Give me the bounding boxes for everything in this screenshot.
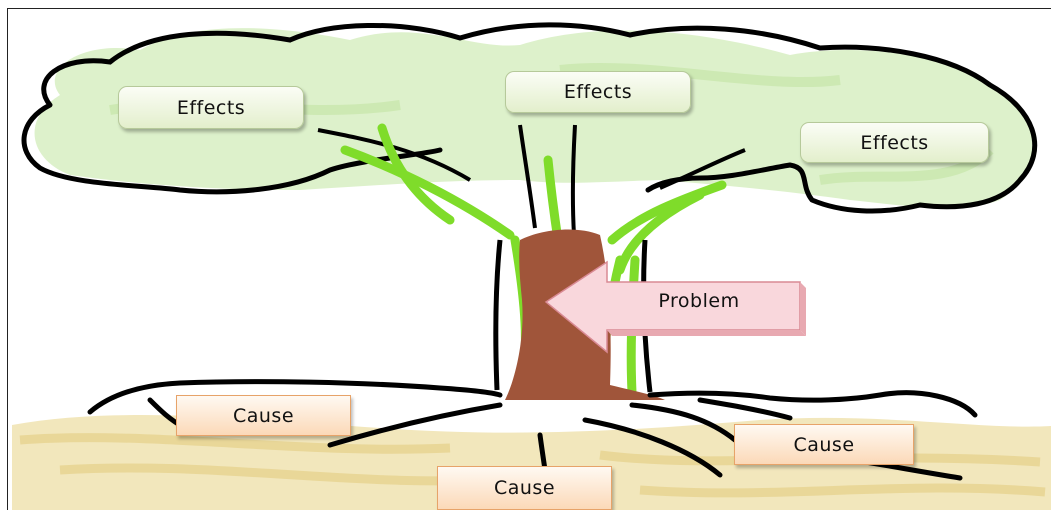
- effect-label: Effects: [564, 81, 632, 103]
- problem-label: Problem: [604, 286, 794, 316]
- effect-label: Effects: [177, 97, 245, 119]
- effect-label: Effects: [860, 132, 928, 154]
- effect-box-center: Effects: [505, 71, 691, 113]
- cause-box-bottom: Cause: [437, 466, 612, 510]
- cause-box-left: Cause: [176, 395, 351, 436]
- cause-label: Cause: [233, 405, 294, 427]
- effect-box-right: Effects: [800, 122, 989, 163]
- effect-box-left: Effects: [118, 86, 304, 129]
- cause-box-right: Cause: [734, 424, 914, 465]
- cause-label: Cause: [494, 477, 555, 499]
- cause-label: Cause: [793, 434, 854, 456]
